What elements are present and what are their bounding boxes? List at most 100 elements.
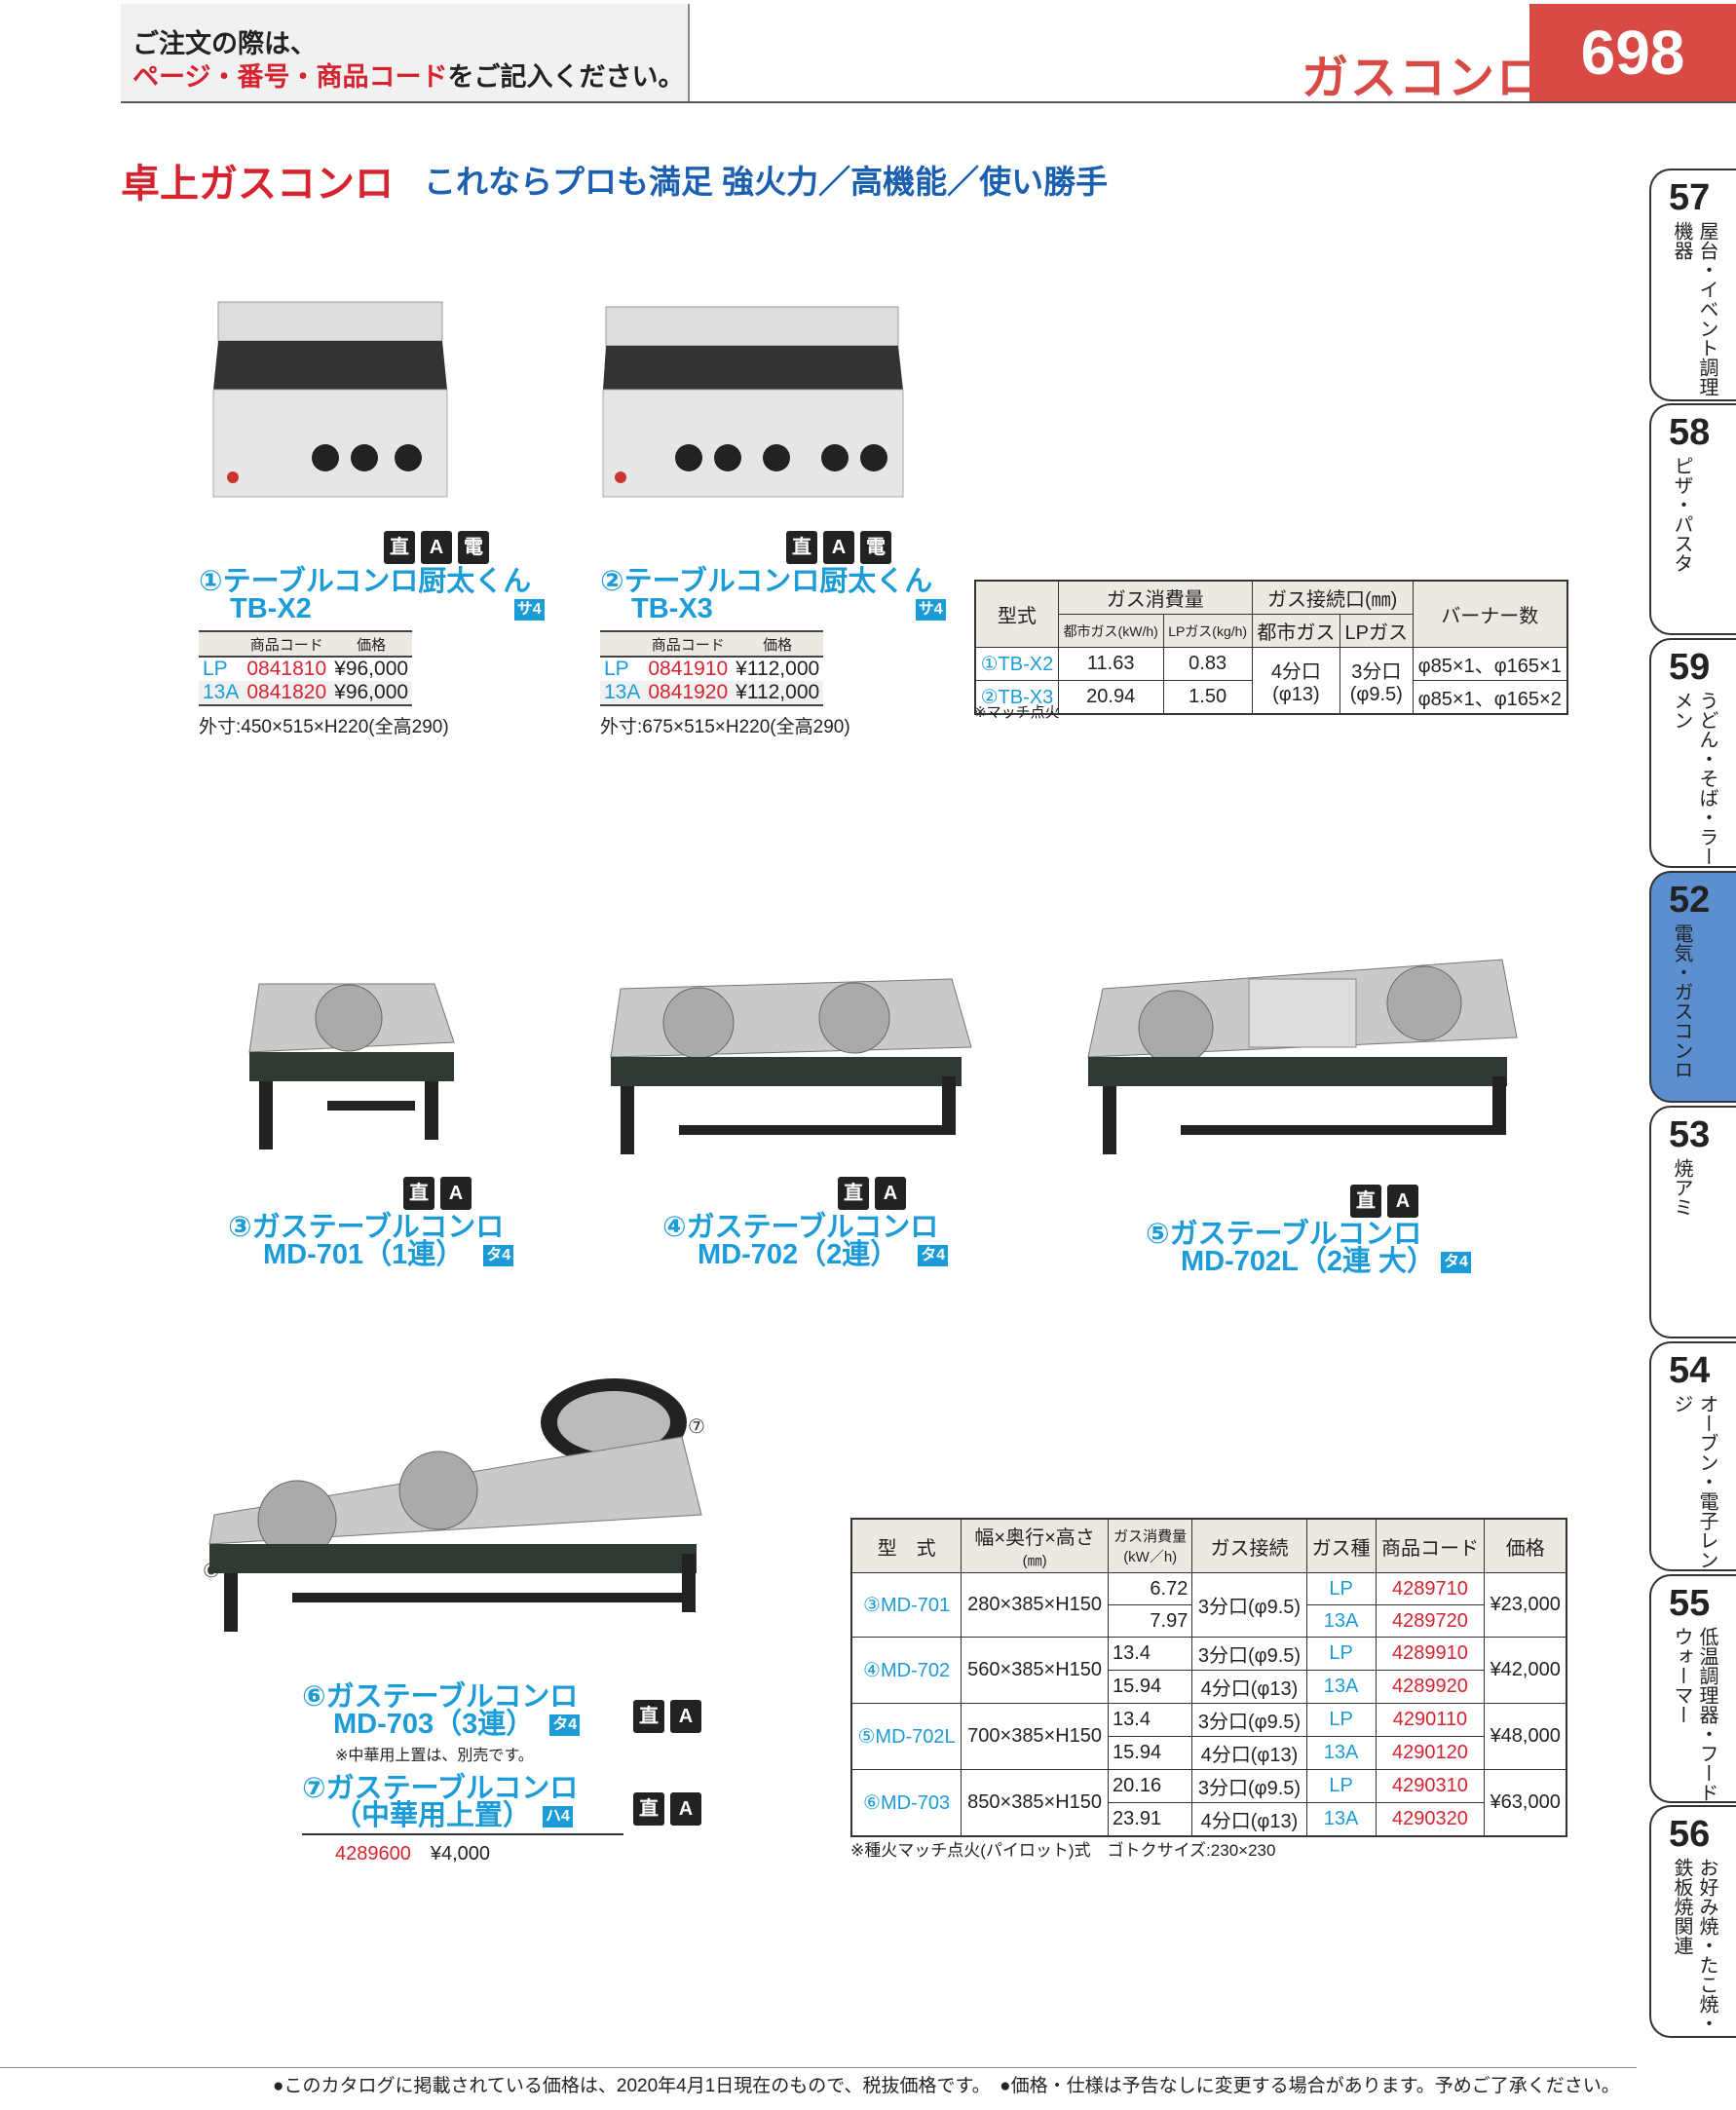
product-name: テーブルコンロ厨太くん (623, 566, 933, 597)
dims: 560×385×H150 (961, 1637, 1110, 1704)
table-row: 15.94 4分口(φ13) 13A 4289920 (851, 1670, 1566, 1704)
product-number: ① (199, 566, 223, 597)
connection: 3分口(φ9.5) (1191, 1572, 1307, 1638)
col-burners: バーナー数 (1412, 580, 1568, 648)
connection: 3分口(φ9.5) (1191, 1637, 1307, 1671)
tab-number: 57 (1669, 177, 1711, 218)
direct-delivery-icon: 直 (384, 531, 415, 564)
code: 4290120 (1375, 1736, 1486, 1770)
section-subtitle: これならプロも満足 強火力／高機能／使い勝手 (424, 164, 1109, 200)
product-md-701: ③ガステーブルコンロ MD-701（1連）タ4 (228, 1212, 514, 1269)
col-consumption-unit: (kW／h) (1123, 1549, 1178, 1565)
kw: 20.16 (1108, 1769, 1193, 1803)
col-gas: ガス種 (1305, 1518, 1377, 1573)
price: ¥42,000 (1484, 1637, 1567, 1704)
code: 4289920 (1375, 1670, 1486, 1704)
col-code: 商品コード (1375, 1518, 1486, 1573)
price: ¥23,000 (1484, 1572, 1567, 1638)
col-city-kw: 都市ガス(kW/h) (1057, 614, 1164, 648)
header-divider (121, 101, 1736, 103)
product-image-md-702l (1083, 940, 1522, 1164)
conn-diameter: (φ9.5) (1349, 683, 1403, 705)
gas-type: 13A (199, 681, 244, 706)
truck-a-icon: A (670, 1792, 701, 1826)
truck-a-icon: A (1387, 1185, 1418, 1218)
gas-type: LP (604, 658, 629, 680)
price: ¥4,000 (430, 1843, 491, 1865)
col-consumption: ガス消費量 (1057, 580, 1253, 615)
dims: 280×385×H150 (961, 1572, 1110, 1638)
city-kw: 20.94 (1057, 680, 1164, 715)
truck-a-icon: A (421, 531, 452, 564)
side-tab-58[interactable]: 58 ピザ・パスタ (1649, 403, 1736, 635)
price: ¥112,000 (736, 658, 820, 680)
product-number: ⑥ (302, 1681, 326, 1713)
model: ⑥MD-703 (850, 1769, 962, 1837)
col-lp-kg: LPガス(kg/h) (1162, 614, 1253, 648)
direct-delivery-icon: 直 (838, 1177, 869, 1210)
price-header: 価格 (732, 630, 824, 658)
col-model: 型 式 (850, 1518, 962, 1573)
col-dims-unit: (㎜) (1022, 1553, 1047, 1569)
kw: 23.91 (1108, 1802, 1193, 1837)
tab-number: 53 (1669, 1114, 1711, 1155)
gas: LP (1305, 1637, 1377, 1671)
gas: 13A (1305, 1802, 1377, 1837)
connection: 3分口(φ9.5) (1191, 1769, 1307, 1803)
code: 4290110 (1375, 1703, 1486, 1737)
gas: 13A (1305, 1670, 1377, 1704)
delivery-tag: タ4 (1441, 1252, 1471, 1274)
col-city: 都市ガス (1251, 614, 1341, 648)
burners: φ85×1、φ165×2 (1412, 680, 1568, 715)
delivery-tag: サ4 (513, 599, 545, 622)
code: 4289710 (1375, 1572, 1486, 1605)
tab-number: 58 (1669, 412, 1711, 453)
tab-label: ピザ・パスタ (1671, 456, 1692, 573)
tb-note: ※マッチ点火 (974, 704, 1060, 721)
col-consumption: ガス消費量 (1113, 1528, 1188, 1545)
product-code: 4289600 (335, 1843, 411, 1865)
tab-label: うどん・そば・ラーメン (1671, 691, 1717, 866)
delivery-tag: タ4 (549, 1714, 581, 1737)
phone-icon: 電 (860, 531, 891, 564)
truck-a-icon: A (823, 531, 854, 564)
product-number: ③ (228, 1212, 252, 1243)
product-model: MD-703（3連） (333, 1709, 535, 1740)
product-model: （中華用上置） (333, 1800, 532, 1831)
delivery-tag: タ4 (918, 1245, 949, 1267)
table-row: 23.91 4分口(φ13) 13A 4290320 (851, 1802, 1566, 1837)
product-md-702: ④ガステーブルコンロ MD-702（2連）タ4 (662, 1214, 949, 1269)
code: 4289910 (1375, 1637, 1486, 1671)
product-code: 0841810 (246, 658, 327, 680)
city-connection: 4分口(φ13) (1251, 647, 1341, 715)
price: ¥96,000 (330, 681, 413, 706)
product-image-md-703 (205, 1369, 711, 1637)
price: ¥48,000 (1484, 1703, 1567, 1770)
kw: 15.94 (1108, 1670, 1193, 1704)
conn: 4分口 (1270, 660, 1321, 683)
model: ④MD-702 (850, 1637, 962, 1704)
kw: 7.97 (1108, 1604, 1193, 1638)
truck-a-icon: A (440, 1177, 472, 1210)
model: ⑤MD-702L (850, 1703, 962, 1770)
product-icons: 直 A 電 (384, 531, 489, 564)
model: ①TB-X2 (974, 647, 1059, 681)
md-spec-table: 型 式 幅×奥行×高さ(㎜) ガス消費量(kW／h) ガス接続 ガス種 商品コー… (850, 1518, 1567, 1837)
col-lp: LPガス (1340, 614, 1414, 648)
category-title: ガスコンロ (1302, 53, 1546, 104)
